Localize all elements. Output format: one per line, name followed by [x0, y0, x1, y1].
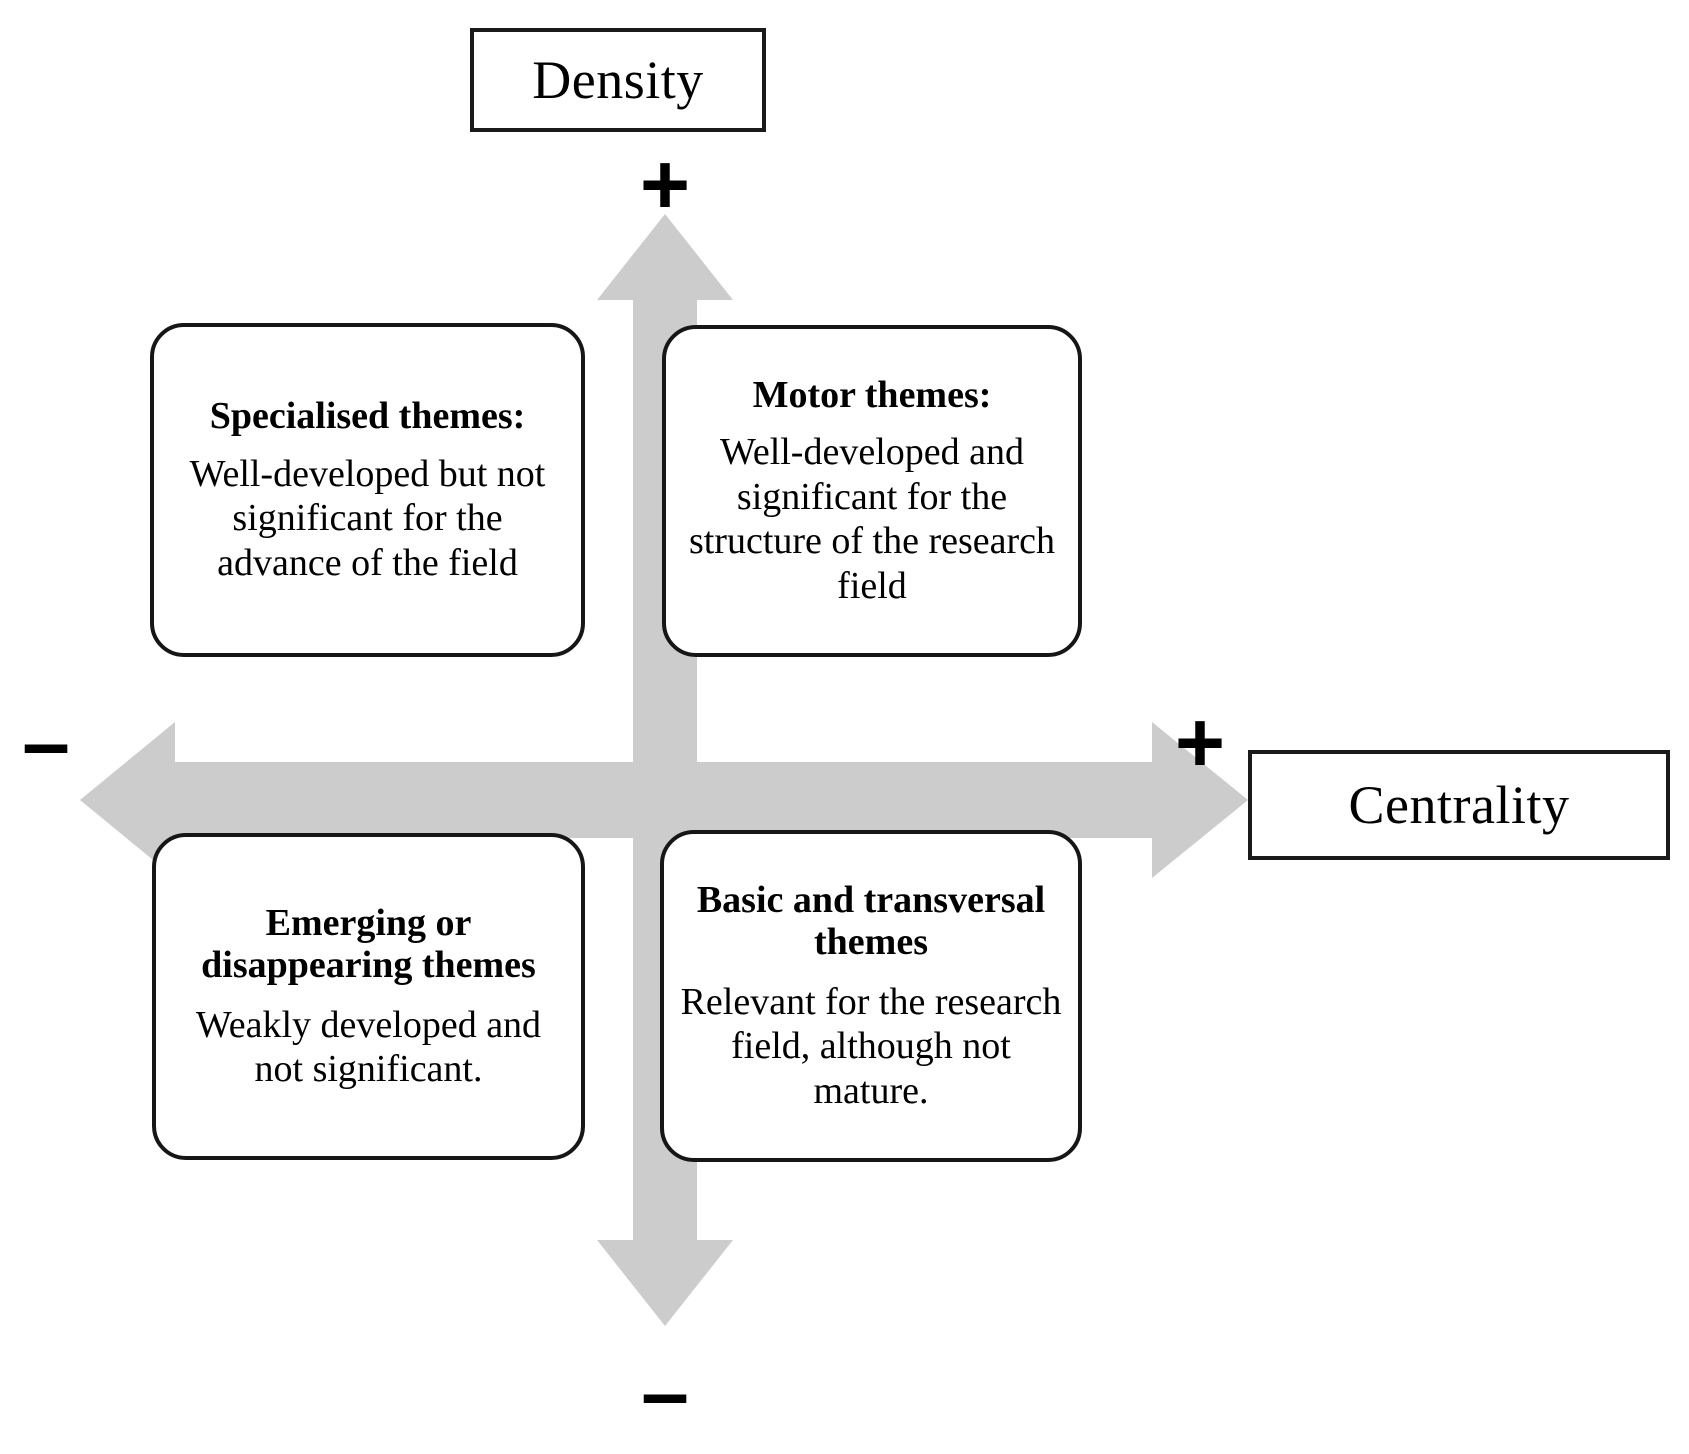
quadrant-title-basic: Basic and transversal themes: [696, 878, 1046, 964]
centrality-axis-label-box: Centrality: [1248, 750, 1670, 860]
quadrant-card-emerging: Emerging or disappearing themes Weakly d…: [152, 833, 585, 1160]
quadrant-description-specialised: Well-developed but not significant for t…: [189, 452, 546, 584]
quadrant-card-specialised: Specialised themes: Well-developed but n…: [150, 323, 585, 657]
quadrant-description-emerging: Weakly developed and not significant.: [195, 1003, 542, 1091]
quadrant-card-motor: Motor themes: Well-developed and signifi…: [662, 325, 1082, 657]
density-negative-sign: –: [641, 1345, 689, 1441]
centrality-axis-label-text: Centrality: [1348, 775, 1570, 835]
centrality-negative-sign: –: [22, 695, 70, 791]
density-axis-label-text: Density: [532, 50, 704, 110]
quadrant-card-basic: Basic and transversal themes Relevant fo…: [660, 830, 1082, 1162]
quadrant-description-motor: Well-developed and significant for the s…: [688, 431, 1056, 607]
density-positive-sign: +: [639, 137, 691, 233]
quadrant-title-specialised: Specialised themes:: [209, 395, 526, 438]
centrality-positive-sign: +: [1174, 695, 1226, 791]
density-axis-label-box: Density: [470, 28, 766, 132]
quadrant-description-basic: Relevant for the research field, althoug…: [680, 980, 1062, 1112]
quadrant-title-emerging: Emerging or disappearing themes: [201, 901, 536, 987]
quadrant-title-motor: Motor themes:: [752, 373, 992, 416]
